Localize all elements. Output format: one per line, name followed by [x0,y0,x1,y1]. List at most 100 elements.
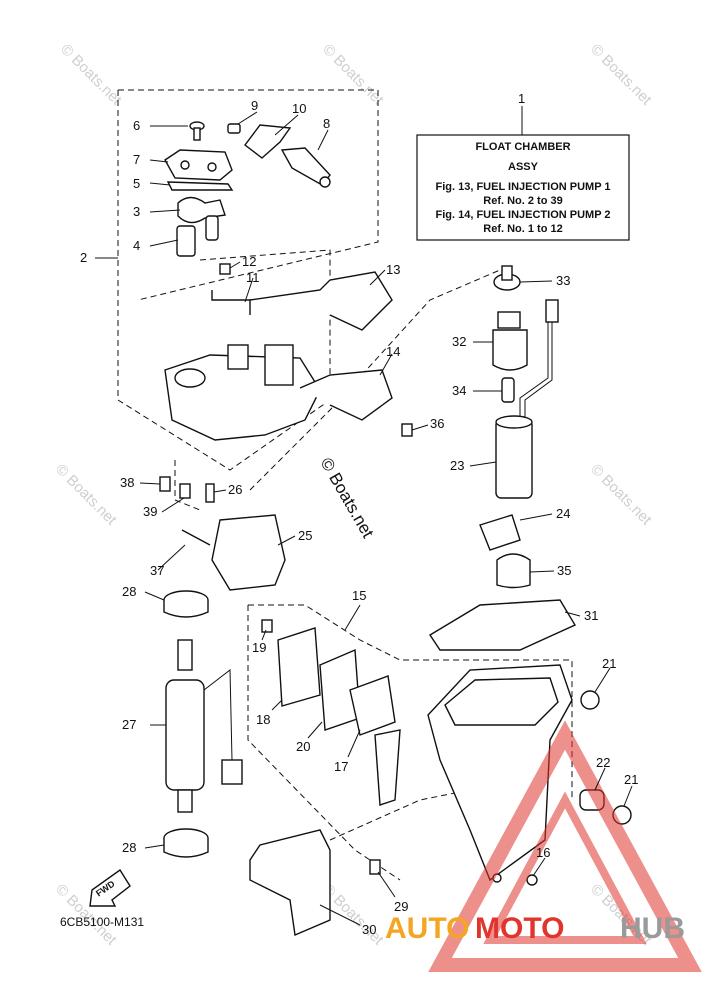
callout-37: 37 [150,563,164,578]
callout-1: 1 [518,91,525,106]
callout-8: 8 [323,116,330,131]
callout-28-bottom: 28 [122,840,136,855]
callout-39: 39 [143,504,157,519]
callout-35: 35 [557,563,571,578]
title-line-3: Fig. 13, FUEL INJECTION PUMP 1 [435,181,610,193]
callout-26: 26 [228,482,242,497]
callout-numbers: 6 9 10 8 7 5 3 4 2 12 11 13 14 33 32 34 … [80,98,638,937]
callout-23: 23 [450,458,464,473]
part-screw-39 [179,483,191,499]
watermark-top-left: © Boats.net [57,41,125,109]
float-chamber-title-box: 1 FLOAT CHAMBER ASSY Fig. 13, FUEL INJEC… [416,91,630,241]
callout-13: 13 [386,262,400,277]
part-screw-19 [261,619,273,633]
part-pump-27 [165,639,243,813]
watermark-top-right: © Boats.net [587,41,655,109]
part-grommet-21-top [580,690,600,710]
part-screw-16 [492,873,538,886]
title-line-6: Ref. No. 1 to 12 [483,223,562,235]
callout-27: 27 [122,717,136,732]
part-hose-14 [299,369,393,421]
leader-lines [95,111,633,926]
part-gasket-5 [166,181,234,191]
callout-11: 11 [246,270,260,285]
callout-36: 36 [430,416,444,431]
part-cover-7 [164,149,233,181]
callout-10: 10 [292,101,306,116]
part-regulator-32 [492,311,528,371]
part-grommet-33 [493,265,521,291]
part-filter-34 [501,377,515,403]
callout-14: 14 [386,344,400,359]
callout-3: 3 [133,204,140,219]
title-line-1: FLOAT CHAMBER [475,141,570,153]
warning-triangle-logo [428,720,702,972]
part-gasket-17 [349,675,396,736]
title-line-5: Fig. 14, FUEL INJECTION PUMP 2 [435,209,610,221]
part-plate-18 [277,627,321,707]
title-line-2: ASSY [508,161,539,173]
watermark-top-center: © Boats.net [319,41,387,109]
part-fuel-pump-23 [495,415,533,499]
part-damper-35 [496,553,531,589]
callout-21-bottom: 21 [624,772,638,787]
watermark-mid-right: © Boats.net [587,461,655,529]
callout-25: 25 [298,528,312,543]
logo-auto: AUTO [385,912,469,945]
callout-5: 5 [133,176,140,191]
callout-9: 9 [251,98,258,113]
callout-12: 12 [242,254,256,269]
title-line-4: Ref. No. 2 to 39 [483,195,562,207]
part-screw-9 [227,123,241,134]
part-nipple-26 [205,483,215,503]
part-filter-4 [176,215,219,257]
callout-28-top: 28 [122,584,136,599]
callout-2: 2 [80,250,87,265]
part-sensor-8 [280,147,331,188]
callout-29: 29 [394,899,408,914]
part-gasket-31 [429,599,577,651]
automotohub-logo: AUTO MOTO HUB [385,912,685,945]
callout-7: 7 [133,152,140,167]
callout-33: 33 [556,273,570,288]
part-hose-11 [211,290,251,315]
callout-19: 19 [252,640,266,655]
callout-31: 31 [584,608,598,623]
drawing-code: 6CB5100-M131 [60,915,144,929]
part-screw-12 [219,263,231,275]
part-holder-24 [479,514,521,551]
part-cover-30 [249,829,331,937]
part-hose-13 [249,271,393,331]
callout-16: 16 [536,845,550,860]
part-band-28-top [163,590,209,618]
callout-24: 24 [556,506,570,521]
callout-21-top: 21 [602,656,616,671]
callout-18: 18 [256,712,270,727]
callout-34: 34 [452,383,466,398]
callout-32: 32 [452,334,466,349]
callout-20: 20 [296,739,310,754]
callout-4: 4 [133,238,140,253]
callout-6: 6 [133,118,140,133]
callout-17: 17 [334,759,348,774]
part-insulator-25 [211,514,286,591]
part-band-28-bottom [163,828,209,858]
callout-30: 30 [362,922,376,937]
part-screw-6 [189,121,205,141]
part-bracket-10 [244,124,292,159]
watermark-mid-left: © Boats.net [52,461,120,529]
callout-22: 22 [596,755,610,770]
part-screw-38 [159,476,171,492]
callout-15: 15 [352,588,366,603]
logo-moto: MOTO [475,912,564,945]
part-screw-29 [369,859,381,875]
part-pin-37 [181,529,211,546]
part-float-chamber-body [164,344,321,441]
part-wire-harness [519,299,559,420]
fwd-arrow: FWD [89,868,131,907]
part-screw-36 [401,423,413,437]
center-watermark: © Boats.net [317,455,378,542]
logo-hub: HUB [620,912,685,945]
callout-38: 38 [120,475,134,490]
